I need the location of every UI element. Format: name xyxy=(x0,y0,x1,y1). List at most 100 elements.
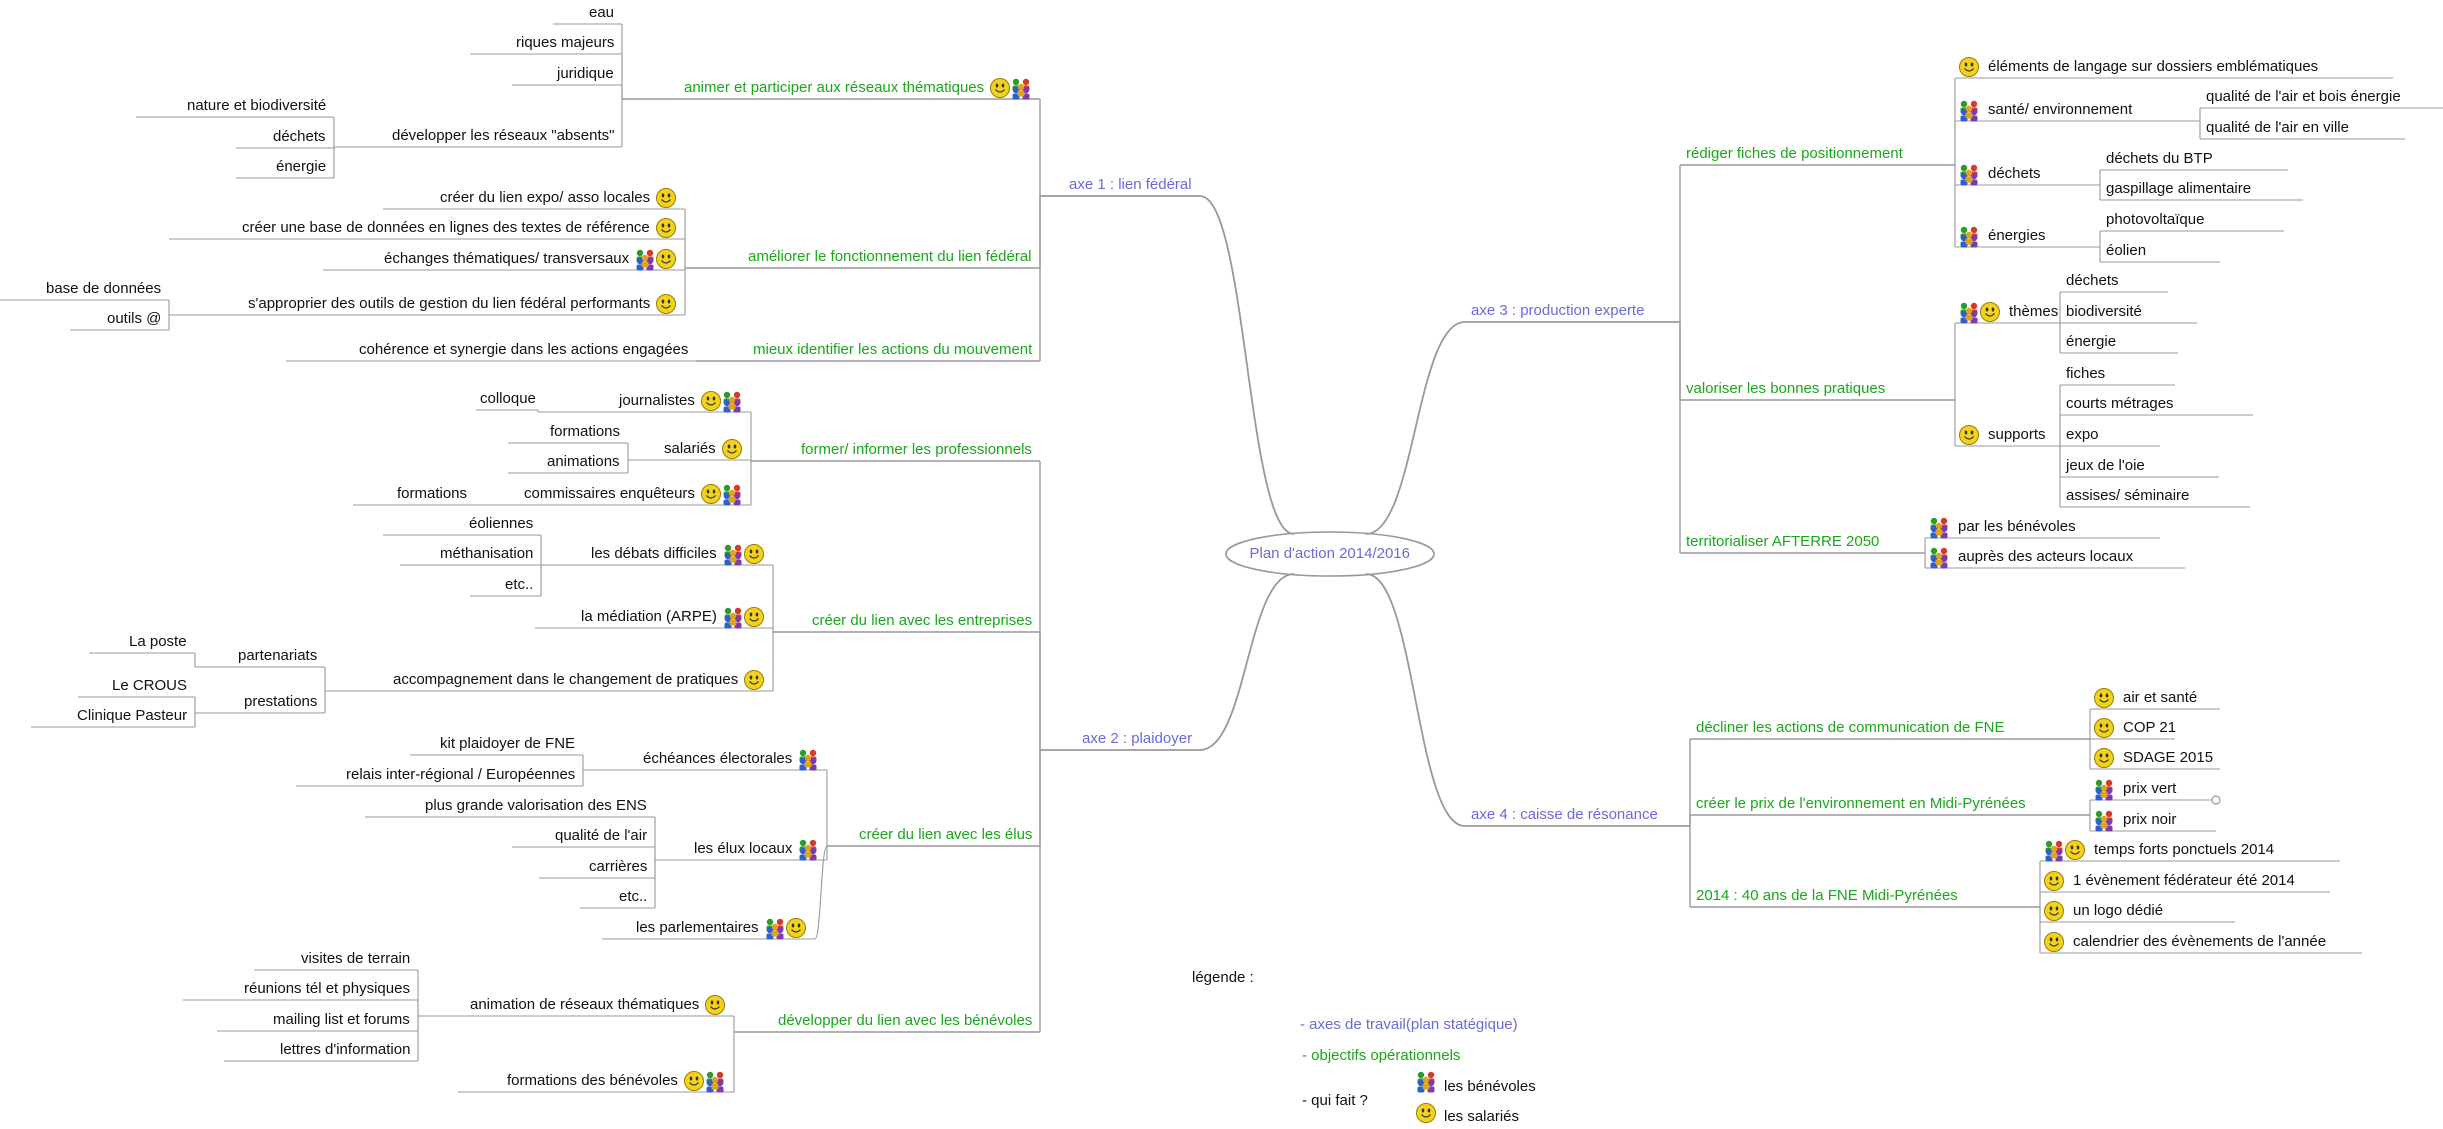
smiley-icon xyxy=(2044,932,2064,952)
smiley-icon xyxy=(656,188,676,208)
node-a4: axe 4 : caisse de résonance xyxy=(1471,806,1658,823)
smiley-icon xyxy=(701,484,721,504)
branch-a1 xyxy=(1199,195,1295,535)
node-a2o4: développer du lien avec les bénévoles xyxy=(778,1012,1033,1029)
node-basedonnees: base de données xyxy=(46,280,162,297)
smiley-icon xyxy=(1416,1103,1436,1123)
branch-a3 xyxy=(1365,321,1466,535)
legend-benevoles: les bénévoles xyxy=(1444,1078,1536,1095)
node-eau: eau xyxy=(589,4,615,21)
smiley-icon xyxy=(656,249,676,269)
smiley-icon xyxy=(2094,688,2114,708)
node-absents: développer les réseaux "absents" xyxy=(392,127,615,144)
node-a2o3: créer du lien avec les élus xyxy=(859,826,1033,843)
node-relais: relais inter-régional / Européennes xyxy=(346,766,576,783)
node-lettres: lettres d'information xyxy=(280,1041,411,1058)
node-a3o1: rédiger fiches de positionnement xyxy=(1686,145,1903,162)
branch-a4 xyxy=(1365,573,1466,827)
node-accompagnement: accompagnement dans le changement de pra… xyxy=(393,671,739,688)
smiley-icon xyxy=(744,607,764,627)
node-juridique: juridique xyxy=(557,65,614,82)
node-outils: s'approprier des outils de gestion du li… xyxy=(248,295,651,312)
node-eoliennes: éoliennes xyxy=(469,515,534,532)
node-etc2: etc.. xyxy=(619,888,648,905)
node-assises: assises/ séminaire xyxy=(2066,487,2190,504)
legend-objectifs: - objectifs opérationnels xyxy=(1302,1047,1461,1064)
people-group-icon xyxy=(1960,226,1978,248)
smiley-icon xyxy=(2094,748,2114,768)
node-photo: photovoltaïque xyxy=(2106,211,2205,228)
node-sante: santé/ environnement xyxy=(1988,101,2133,118)
node-reunions: réunions tél et physiques xyxy=(244,980,410,997)
people-group-icon xyxy=(1960,164,1978,186)
smiley-icon xyxy=(656,294,676,314)
node-a2o2: créer du lien avec les entreprises xyxy=(812,612,1033,629)
node-a1: axe 1 : lien fédéral xyxy=(1069,176,1192,193)
node-journalistes: journalistes xyxy=(619,392,695,409)
node-echeances: échéances électorales xyxy=(643,750,793,767)
smiley-icon xyxy=(1959,57,1979,77)
people-group-icon xyxy=(1960,302,1978,324)
people-group-icon xyxy=(1960,100,1978,122)
people-group-icon xyxy=(1930,547,1948,569)
node-expo: créer du lien expo/ asso locales xyxy=(440,189,651,206)
node-salaries: salariés xyxy=(664,440,716,457)
node-expo2: expo xyxy=(2066,426,2099,443)
node-dechets3: déchets xyxy=(2066,272,2119,289)
node-eolien: éolien xyxy=(2106,242,2147,259)
smiley-icon xyxy=(786,918,806,938)
legend-qui-fait: - qui fait ? xyxy=(1302,1092,1368,1109)
node-parlementaires: les parlementaires xyxy=(636,919,759,936)
node-energie2: énergie xyxy=(2066,333,2117,350)
node-energies: énergies xyxy=(1988,227,2046,244)
node-etc1: etc.. xyxy=(505,576,534,593)
node-airville: qualité de l'air en ville xyxy=(2206,119,2349,136)
node-fiches: fiches xyxy=(2066,365,2106,382)
node-coherence: cohérence et synergie dans les actions e… xyxy=(359,341,689,358)
node-dechets1: déchets xyxy=(273,128,326,145)
node-crous: Le CROUS xyxy=(112,677,188,694)
people-group-icon xyxy=(1417,1071,1435,1093)
node-a1o2: améliorer le fonctionnement du lien fédé… xyxy=(748,248,1032,265)
node-btp: déchets du BTP xyxy=(2106,150,2213,167)
node-mediation: la médiation (ARPE) xyxy=(581,608,717,625)
people-group-icon xyxy=(799,749,817,771)
people-group-icon xyxy=(766,918,784,940)
node-temps: temps forts ponctuels 2014 xyxy=(2094,841,2275,858)
people-group-icon xyxy=(2095,810,2113,832)
node-a1o1: animer et participer aux réseaux thémati… xyxy=(684,79,985,96)
node-elus: les élux locaux xyxy=(694,840,793,857)
smiley-icon xyxy=(744,670,764,690)
people-group-icon xyxy=(706,1071,724,1093)
smiley-icon xyxy=(2065,840,2085,860)
legend-axes: - axes de travail(plan statégique) xyxy=(1300,1016,1518,1033)
node-bdd: créer une base de données en lignes des … xyxy=(242,219,650,236)
node-prixnoir: prix noir xyxy=(2123,811,2177,828)
node-biodiversite: biodiversité xyxy=(2066,303,2142,320)
node-air: qualité de l'air xyxy=(555,827,648,844)
node-echanges: échanges thématiques/ transversaux xyxy=(384,250,630,267)
node-mailing: mailing list et forums xyxy=(273,1011,410,1028)
node-partenariats: partenariats xyxy=(238,647,318,664)
smiley-icon xyxy=(990,78,1010,98)
node-prixvert: prix vert xyxy=(2123,780,2177,797)
branch-a2 xyxy=(1199,573,1295,751)
people-group-icon xyxy=(723,391,741,413)
people-group-icon xyxy=(636,249,654,271)
smiley-icon xyxy=(684,1071,704,1091)
node-methanisation: méthanisation xyxy=(440,545,534,562)
node-themes: thèmes xyxy=(2009,303,2059,320)
node-langage: éléments de langage sur dossiers embléma… xyxy=(1988,58,2319,75)
node-animreseaux: animation de réseaux thématiques xyxy=(470,996,700,1013)
node-dechets2: déchets xyxy=(1988,165,2041,182)
smiley-icon xyxy=(2094,718,2114,738)
smiley-icon xyxy=(744,544,764,564)
node-laposte: La poste xyxy=(129,633,187,650)
node-sdage: SDAGE 2015 xyxy=(2123,749,2214,766)
smiley-icon xyxy=(701,391,721,411)
node-courts: courts métrages xyxy=(2066,395,2174,412)
node-pasteur: Clinique Pasteur xyxy=(77,707,188,724)
node-commissaires: commissaires enquêteurs xyxy=(524,485,695,502)
